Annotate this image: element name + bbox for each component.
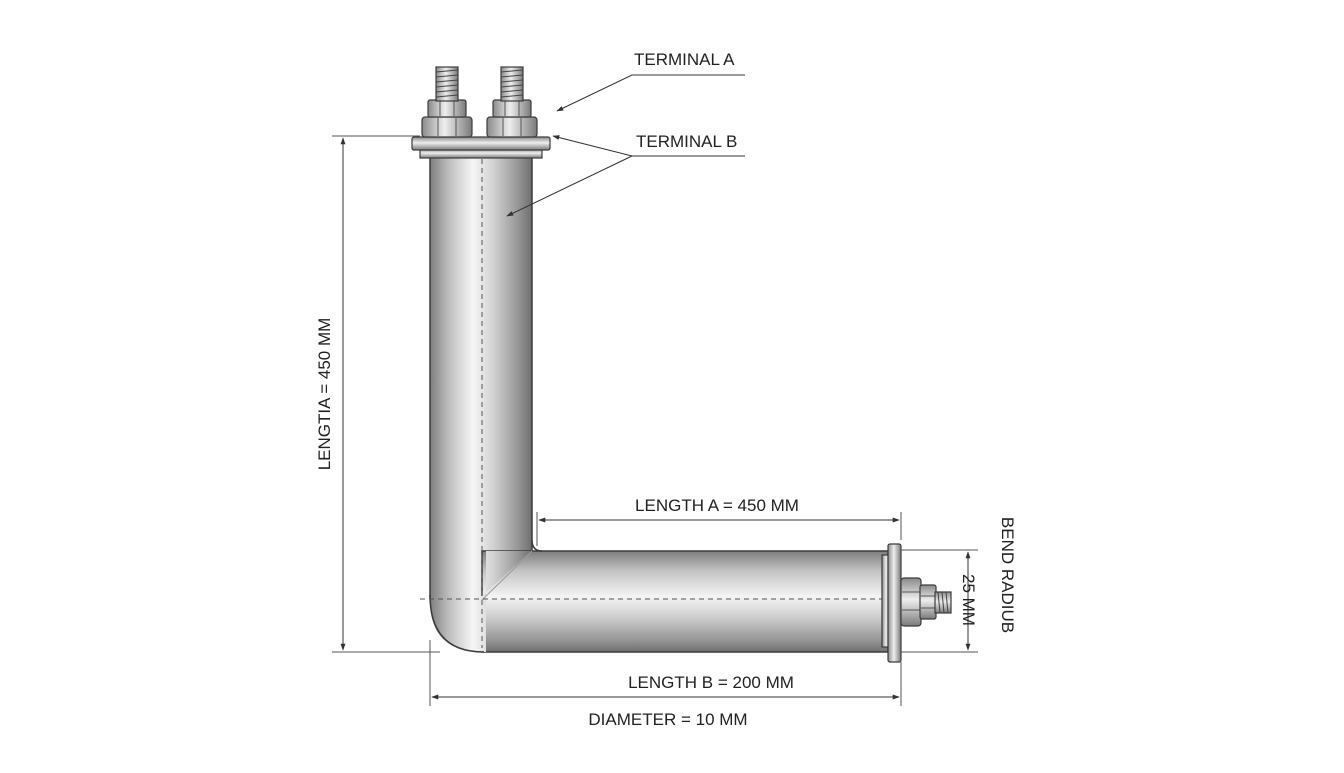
top-flange [411,136,551,151]
label-bend-radius: BEND RADIUB [998,517,1017,633]
label-diameter: DIAMETER = 10 MM [588,710,747,729]
leader-terminal-a [556,74,745,112]
right-flange [887,543,902,663]
leader-terminal-b-2 [506,155,633,217]
tube-bend [430,550,532,652]
terminal-stud-left [421,66,473,138]
terminal-stud-right [486,66,538,138]
horizontal-tube [481,550,889,653]
labels: TERMINAL A TERMINAL B LENGTIA = 450 MM L… [315,50,1017,729]
terminal-stud-side [900,577,952,627]
right-flange-assembly [881,543,952,663]
label-length-b: LENGTH B = 200 MM [628,673,794,692]
label-length-a: LENGTH A = 450 MM [635,496,799,515]
label-bend-value: 25 MM [959,574,978,626]
tube-bend-outer [429,594,485,653]
label-length-vertical: LENGTIA = 450 MM [315,318,334,471]
vertical-tube [429,156,533,598]
tube-bend-inner [531,539,543,552]
bend-seam [481,550,533,601]
top-flange-assembly [411,66,551,159]
label-terminal-b: TERMINAL B [636,132,737,151]
dimension-lines [332,74,978,706]
heater-tube [420,150,893,653]
label-terminal-a: TERMINAL A [634,50,735,69]
